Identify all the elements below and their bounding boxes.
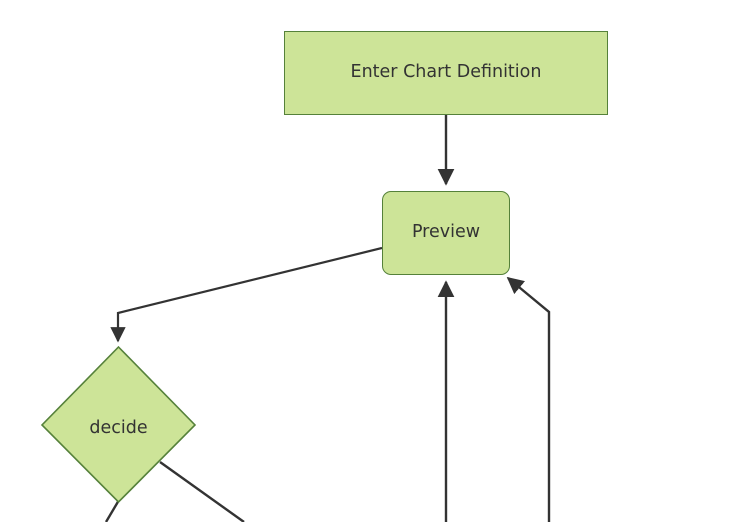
node-preview[interactable]: Preview [382,191,510,275]
node-decide-label-text: decide [89,417,148,438]
edge-decide-out-right [159,461,245,522]
node-preview-label: Preview [411,222,481,243]
decide-diamond-shape[interactable] [40,345,197,504]
edge-offscreen-to-preview-right [506,276,551,522]
node-enter-chart-definition[interactable]: Enter Chart Definition [284,31,608,115]
node-enter-chart-definition-label: Enter Chart Definition [350,62,542,83]
edge-decide-out-left [104,499,121,522]
node-decide: decide [41,346,196,511]
edge-preview-to-decide [110,246,383,343]
